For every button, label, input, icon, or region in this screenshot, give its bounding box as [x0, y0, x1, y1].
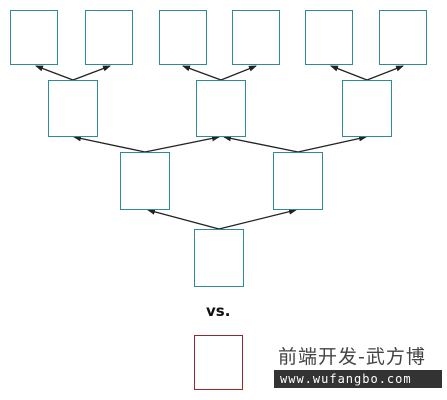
tree-node-l4-4	[232, 10, 280, 65]
tree-node-l4-3	[159, 10, 207, 65]
tree-node-l2-2	[273, 152, 323, 210]
watermark-title: 前端开发-武方博	[278, 346, 426, 368]
arrow-8	[72, 65, 111, 81]
arrow-7	[35, 65, 74, 81]
arrow-3	[73, 135, 146, 153]
tree-node-l3-1	[48, 80, 98, 137]
tree-node-l3-3	[342, 80, 392, 137]
tree-node-l4-1	[10, 10, 58, 65]
tree-node-root	[194, 229, 244, 287]
arrow-1	[147, 208, 220, 230]
arrow-4	[144, 135, 220, 153]
arrow-9	[182, 65, 222, 81]
arrow-11	[330, 65, 368, 81]
arrow-2	[218, 208, 297, 230]
arrow-6	[297, 135, 367, 153]
arrow-10	[220, 65, 257, 81]
tree-node-l4-5	[305, 10, 353, 65]
single-node	[194, 335, 243, 390]
vs-separator: vs.	[206, 302, 231, 320]
watermark-url: www.wufangbo.com	[274, 370, 442, 388]
tree-node-l3-2	[196, 80, 246, 137]
arrow-12	[366, 65, 404, 81]
tree-node-l4-6	[379, 10, 427, 65]
tree-node-l2-1	[120, 152, 170, 210]
tree-node-l4-2	[85, 10, 133, 65]
arrow-5	[223, 135, 299, 153]
